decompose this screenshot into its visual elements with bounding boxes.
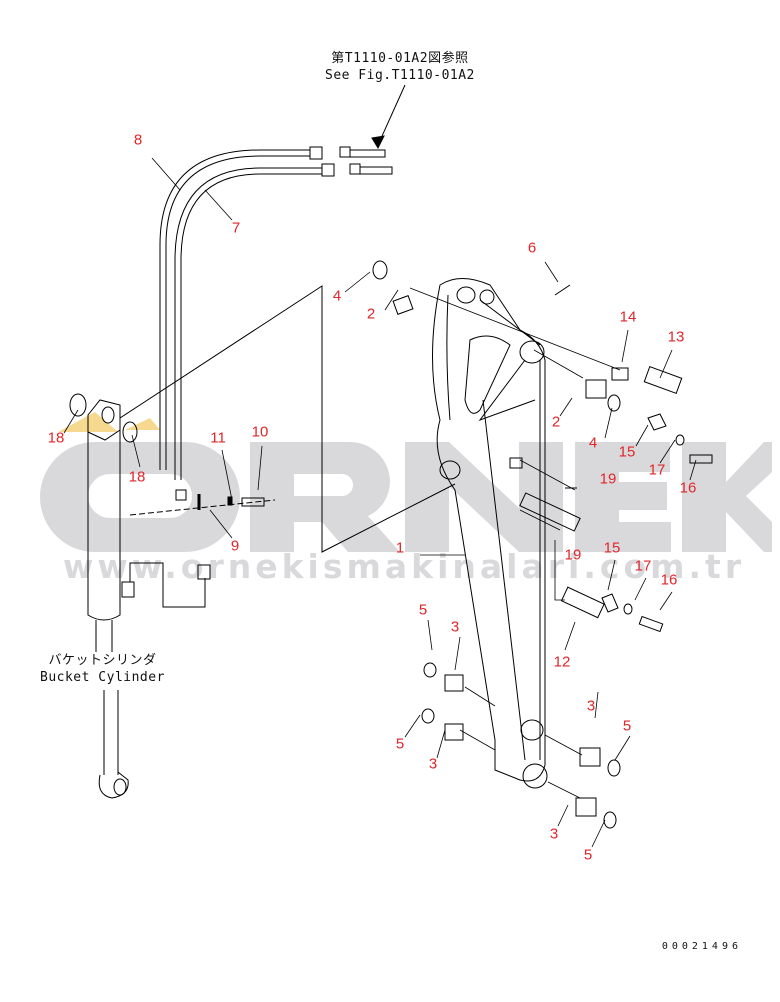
pipe-route xyxy=(129,562,206,608)
callout-11: 11 xyxy=(210,429,226,447)
callout-8: 8 xyxy=(133,131,143,149)
callout-12: 12 xyxy=(553,653,571,671)
reference-note-en: See Fig.T1110-01A2 xyxy=(325,68,475,83)
cylinder-label: バケットシリンダ Bucket Cylinder xyxy=(40,652,165,686)
callout-3: 3 xyxy=(428,755,438,773)
callout-18: 18 xyxy=(47,429,65,447)
figure-number: 00021496 xyxy=(661,941,742,952)
callout-7: 7 xyxy=(231,219,241,237)
cylinder-label-jp: バケットシリンダ xyxy=(48,653,157,668)
reference-note: 第T1110-01A2図参照 See Fig.T1110-01A2 xyxy=(325,50,475,84)
callout-3: 3 xyxy=(586,697,596,715)
bushings-and-pins xyxy=(175,260,713,829)
callout-5: 5 xyxy=(622,717,632,735)
callout-16: 16 xyxy=(660,571,678,589)
callout-2: 2 xyxy=(551,413,561,431)
callout-1: 1 xyxy=(395,539,405,557)
arm xyxy=(432,278,548,789)
callout-19: 19 xyxy=(599,470,617,488)
callout-6: 6 xyxy=(527,239,537,257)
callout-5: 5 xyxy=(395,735,405,753)
hose-fittings xyxy=(309,146,393,177)
hose-7 xyxy=(174,167,322,480)
callout-5: 5 xyxy=(583,846,593,864)
callout-16: 16 xyxy=(679,479,697,497)
callout-9: 9 xyxy=(230,537,240,555)
callout-17: 17 xyxy=(648,461,666,479)
callout-3: 3 xyxy=(450,618,460,636)
callout-13: 13 xyxy=(667,328,685,346)
callout-15: 15 xyxy=(618,443,636,461)
bucket-cylinder xyxy=(69,393,138,799)
cylinder-label-en: Bucket Cylinder xyxy=(40,670,165,685)
reference-note-jp: 第T1110-01A2図参照 xyxy=(331,51,469,66)
callout-10: 10 xyxy=(251,423,269,441)
callout-5: 5 xyxy=(418,601,428,619)
reference-arrow xyxy=(377,84,406,146)
hose-8 xyxy=(159,149,310,470)
callout-18: 18 xyxy=(128,468,146,486)
callout-19: 19 xyxy=(564,546,582,564)
callout-2: 2 xyxy=(366,305,376,323)
callout-3: 3 xyxy=(549,825,559,843)
callout-14: 14 xyxy=(619,308,637,326)
callout-17: 17 xyxy=(634,557,652,575)
callout-15: 15 xyxy=(603,539,621,557)
callout-4: 4 xyxy=(588,434,598,452)
callout-4: 4 xyxy=(332,287,342,305)
